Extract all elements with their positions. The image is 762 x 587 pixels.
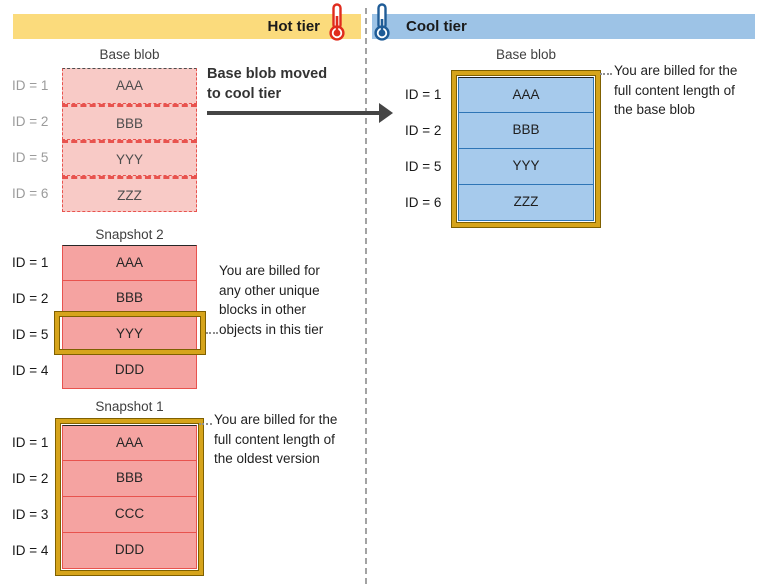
annotation-line: the oldest version <box>214 451 320 466</box>
block-cell: DDD <box>62 533 197 569</box>
move-label-line2: to cool tier <box>207 86 282 102</box>
block-cell: BBB <box>62 461 197 497</box>
snapshot2-title: Snapshot 2 <box>95 227 164 242</box>
snapshot2-row-id: ID = 5 <box>12 327 49 342</box>
cool-tier-bar: Cool tier <box>372 14 755 39</box>
hot-base-blob-table: AAA BBB YYY ZZZ <box>62 68 197 212</box>
cool-base-blob-row-id: ID = 6 <box>405 195 442 210</box>
snapshot2-table: AAA BBB YYY DDD <box>62 245 197 389</box>
tier-separator-line <box>365 8 367 584</box>
snapshot1-row-id: ID = 2 <box>12 471 49 486</box>
annotation-line: full content length of <box>214 431 335 447</box>
annotation-line: You are billed for <box>219 263 320 278</box>
hot-base-blob-row-id: ID = 1 <box>12 78 49 93</box>
cool-base-blob-row-id: ID = 5 <box>405 159 442 174</box>
move-to-cool-label: Base blob moved to cool tier <box>207 64 327 104</box>
oldest-version-highlight: AAA BBB CCC DDD <box>56 419 203 575</box>
snapshot2-row-id: ID = 1 <box>12 255 49 270</box>
block-cell: BBB <box>458 113 594 149</box>
hot-tier-label: Hot tier <box>267 18 321 35</box>
snapshot1-title: Snapshot 1 <box>95 399 164 414</box>
cool-base-blob-row-id: ID = 2 <box>405 123 442 138</box>
hot-base-blob-row-id: ID = 5 <box>12 150 49 165</box>
snapshot1-row-id: ID = 4 <box>12 543 49 558</box>
cool-base-blob-table: AAA BBB YYY ZZZ <box>458 77 594 221</box>
unique-block-highlight <box>55 312 205 354</box>
annotation-line: blocks in other <box>219 302 307 317</box>
hot-base-blob-row-id: ID = 6 <box>12 186 49 201</box>
move-label-line1: Base blob moved <box>207 66 328 82</box>
annotation-line: full content length of <box>614 82 735 98</box>
block-cell: AAA <box>62 245 197 281</box>
move-arrow-shaft <box>207 111 381 115</box>
snapshot1-row-id: ID = 3 <box>12 507 49 522</box>
move-arrow-head <box>379 103 393 123</box>
snapshot2-row-id: ID = 4 <box>12 363 49 378</box>
annotation-connector-dots <box>199 423 212 425</box>
snapshot2-annotation: You are billed for any other unique bloc… <box>219 261 323 339</box>
hot-tier-bar: Hot tier <box>13 14 361 39</box>
snapshot1-table: AAA BBB CCC DDD <box>62 425 197 569</box>
cool-tier-label: Cool tier <box>406 18 467 35</box>
annotation-line: objects in this tier <box>219 321 324 337</box>
block-cell: YYY <box>458 149 594 185</box>
block-cell: BBB <box>62 104 197 140</box>
annotation-connector-dots <box>206 332 218 334</box>
hot-thermometer-icon <box>329 3 345 41</box>
annotation-line: any other unique <box>219 282 320 298</box>
block-cell: AAA <box>62 425 197 461</box>
block-cell: YYY <box>62 140 197 176</box>
block-cell: CCC <box>62 497 197 533</box>
cool-base-blob-annotation: You are billed for the full content leng… <box>614 61 737 120</box>
block-cell: AAA <box>62 68 197 104</box>
block-cell: ZZZ <box>62 176 197 212</box>
block-cell: AAA <box>458 77 594 113</box>
cool-thermometer-icon <box>374 3 390 41</box>
block-cell: DDD <box>62 353 197 389</box>
hot-base-blob-row-id: ID = 2 <box>12 114 49 129</box>
cool-base-blob-title: Base blob <box>495 47 557 62</box>
snapshot1-row-id: ID = 1 <box>12 435 49 450</box>
snapshot2-row-id: ID = 2 <box>12 291 49 306</box>
annotation-line: You are billed for the <box>614 63 738 78</box>
annotation-line: the base blob <box>614 102 696 117</box>
hot-base-blob-title: Base blob <box>99 47 160 62</box>
annotation-connector-dots <box>600 73 612 75</box>
annotation-line: You are billed for the <box>214 412 338 427</box>
snapshot1-annotation: You are billed for the full content leng… <box>214 410 337 469</box>
block-cell: BBB <box>62 281 197 317</box>
cool-base-blob-row-id: ID = 1 <box>405 87 442 102</box>
cool-base-blob-highlight: AAA BBB YYY ZZZ <box>452 71 600 227</box>
block-cell: ZZZ <box>458 185 594 221</box>
